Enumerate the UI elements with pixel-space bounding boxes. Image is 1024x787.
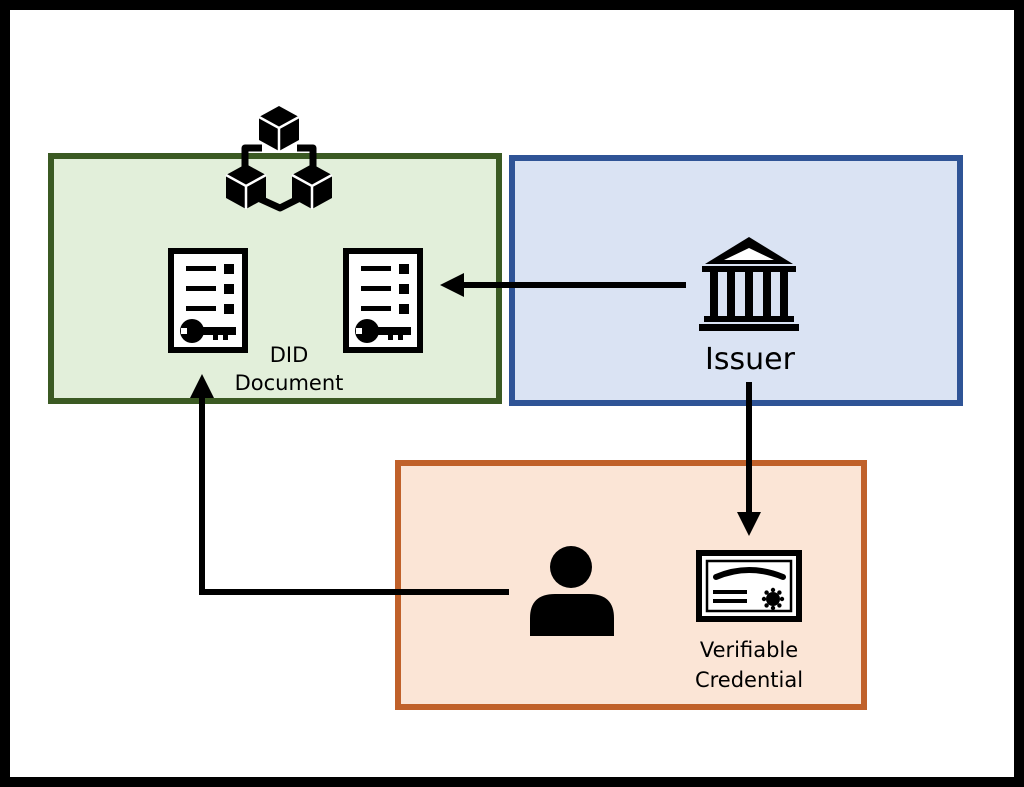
issuer-label: Issuer <box>705 342 796 377</box>
bank-building-icon <box>699 237 799 331</box>
did-document-label-line2: Document <box>235 371 344 395</box>
did-document-key-icon-left <box>171 251 245 350</box>
arrow-issuer-to-credential <box>737 382 761 536</box>
blockchain-cubes-icon <box>224 104 334 212</box>
verifiable-credential-label-line1: Verifiable <box>700 638 798 662</box>
verifiable-credential-label-line2: Credential <box>695 668 803 692</box>
did-document-label-line1: DID <box>270 343 309 367</box>
ledger-box <box>48 153 502 404</box>
issuer-box <box>509 155 963 406</box>
person-icon <box>530 546 614 636</box>
arrow-holder-to-did <box>190 374 509 595</box>
did-document-key-icon-right <box>346 251 420 350</box>
certificate-icon <box>696 550 802 622</box>
arrow-issuer-to-did <box>440 273 686 297</box>
